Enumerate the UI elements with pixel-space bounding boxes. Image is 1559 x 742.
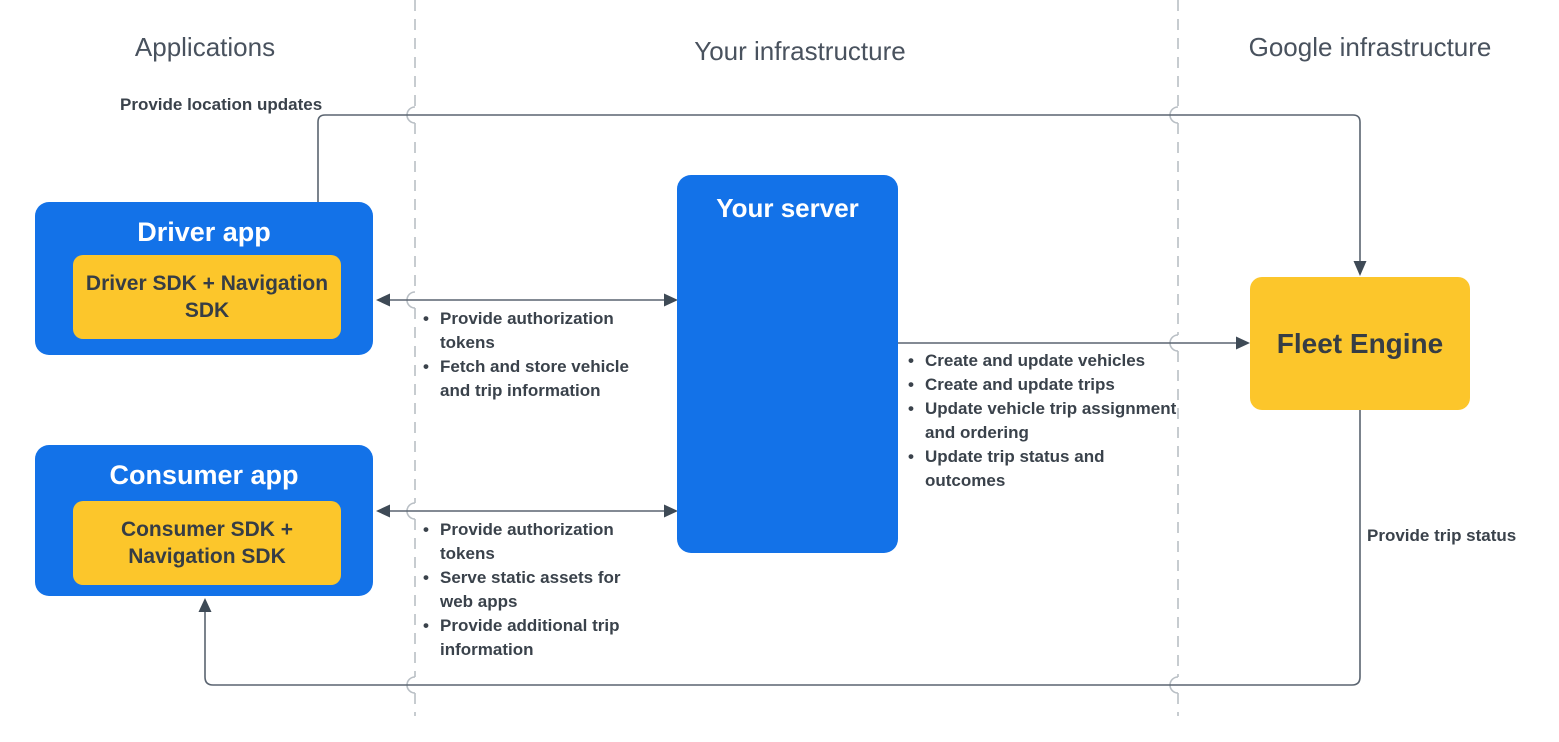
edge-notes-consumer-server: Provide authorization tokensServe static… (423, 518, 629, 662)
bullet-item: Create and update vehicles (908, 349, 1186, 373)
consumer-sdk-label: Consumer SDK + Navigation SDK (120, 517, 294, 568)
bullet-item: Serve static assets for web apps (423, 566, 629, 614)
driver-sdk-label: Driver SDK + Navigation SDK (85, 271, 329, 322)
node-fleet-engine: Fleet Engine (1250, 277, 1470, 410)
consumer-app-title: Consumer app (109, 460, 299, 490)
bullet-item: Create and update trips (908, 373, 1186, 397)
bullet-item: Provide authorization tokens (423, 518, 629, 566)
node-your-server: Your server (677, 175, 898, 553)
label-provide-trip-status: Provide trip status (1367, 526, 1517, 545)
node-driver-app: Driver app Driver SDK + Navigation SDK (35, 202, 373, 355)
bullet-item: Fetch and store vehicle and trip informa… (423, 355, 654, 403)
node-consumer-app: Consumer app Consumer SDK + Navigation S… (35, 445, 373, 596)
fleet-engine-title: Fleet Engine (1276, 327, 1444, 359)
edge-consumer-server (376, 504, 678, 518)
label-provide-location-updates: Provide location updates (120, 95, 323, 114)
bullet-item: Provide authorization tokens (423, 307, 654, 355)
edge-server-fleet (898, 336, 1250, 350)
edge-driver-server (376, 293, 678, 307)
edge-provide-trip-status (198, 410, 1361, 686)
lane-divider-left (406, 0, 416, 716)
bullet-item: Update vehicle trip assignment and order… (908, 397, 1186, 445)
node-driver-sdk: Driver SDK + Navigation SDK (73, 255, 341, 339)
bullet-item: Update trip status and outcomes (908, 445, 1186, 493)
edge-notes-server-fleet: Create and update vehiclesCreate and upd… (908, 349, 1186, 493)
lane-header-your-infrastructure: Your infrastructure (694, 36, 906, 66)
bullet-item: Provide additional trip information (423, 614, 629, 662)
edge-notes-driver-server: Provide authorization tokensFetch and st… (423, 307, 654, 403)
your-server-title: Your server (716, 193, 859, 223)
lane-header-applications: Applications (134, 32, 276, 62)
node-consumer-sdk: Consumer SDK + Navigation SDK (73, 501, 341, 585)
lane-header-google-infrastructure: Google infrastructure (1248, 32, 1492, 62)
edge-provide-location-updates (317, 114, 1367, 276)
driver-app-title: Driver app (137, 217, 271, 247)
